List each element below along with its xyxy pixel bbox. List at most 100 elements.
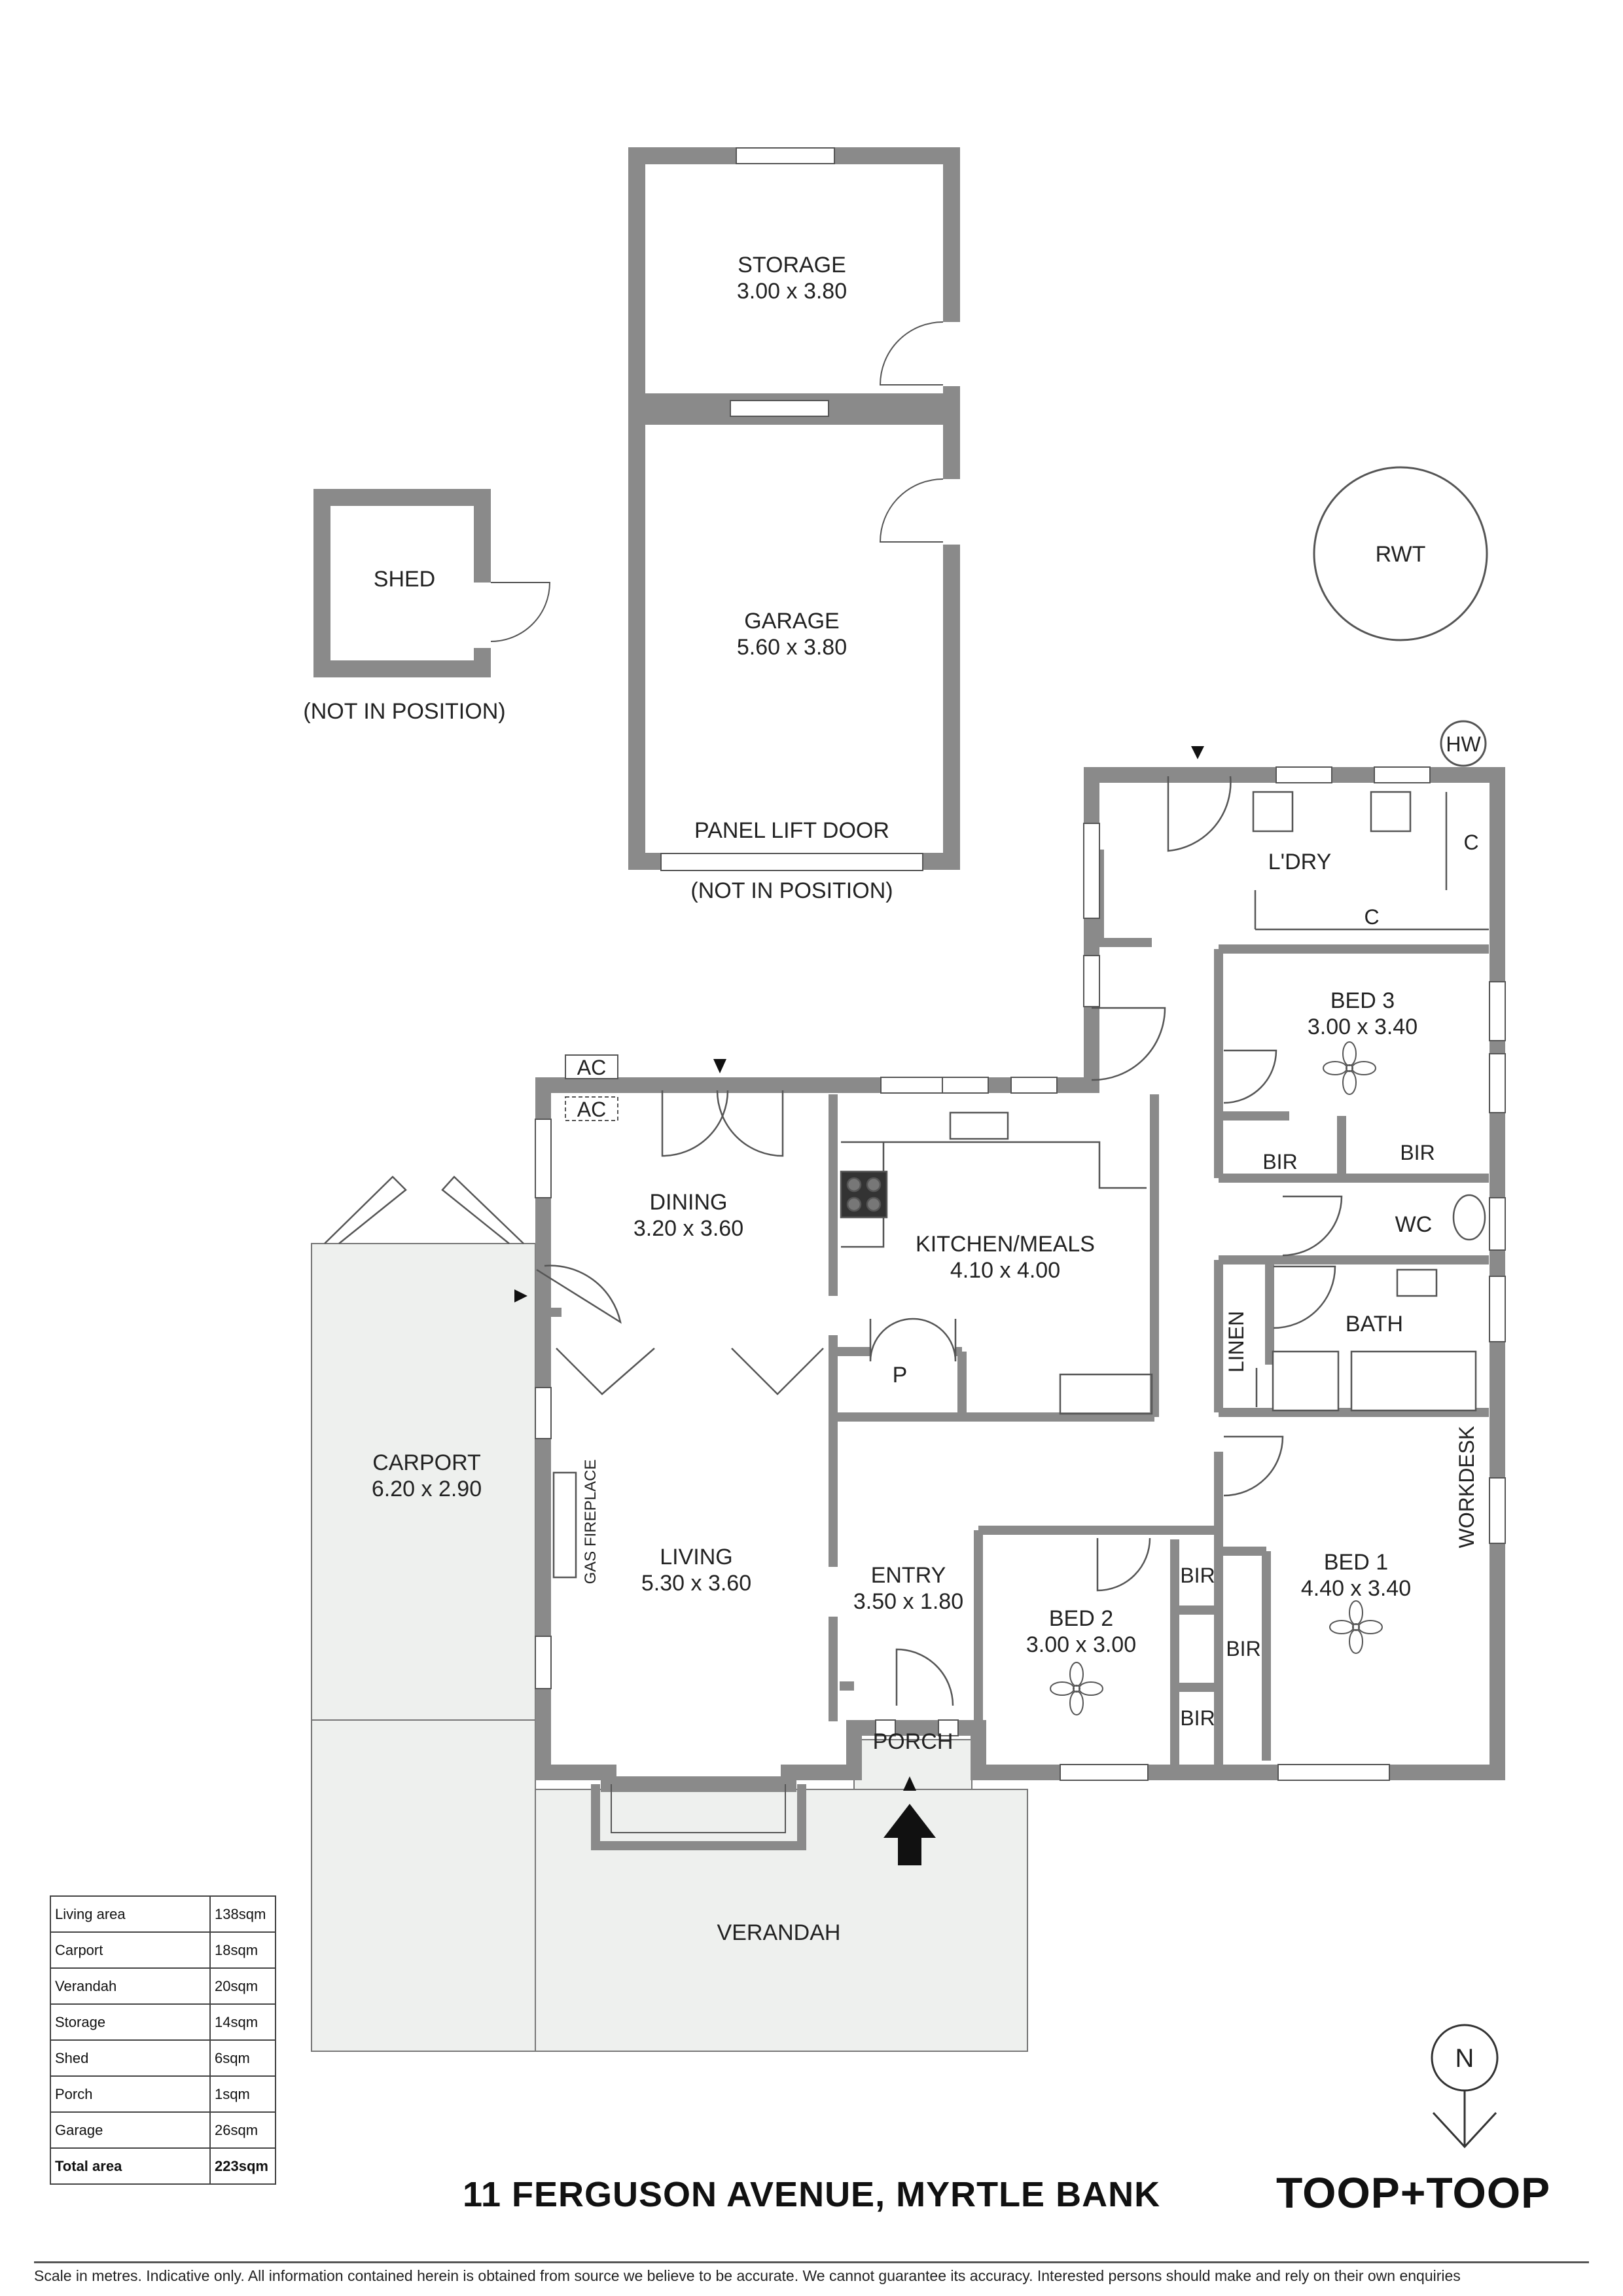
laundry-label: L'DRY [1268,850,1332,874]
carport-size: 6.20 x 2.90 [372,1477,482,1501]
garage-note: (NOT IN POSITION) [690,878,893,903]
ac-label-1: AC [577,1056,606,1079]
wet-fittings [1252,791,1489,1412]
carport-gate [324,1175,524,1244]
storage-label: STORAGE [738,253,846,278]
area-value: 18sqm [209,1931,276,1969]
hot-water-unit [1440,720,1487,767]
bed1-size: 4.40 x 3.40 [1301,1576,1411,1601]
house-walls [535,767,1505,1792]
north-arrow [1431,2024,1499,2149]
area-label: Shed [50,2039,211,2077]
storage-window [736,147,835,164]
garage-door-swing [879,478,944,543]
cupboard-label-1: C [1463,831,1478,854]
bed1-label: BED 1 [1324,1550,1388,1575]
shed-door-gap [474,583,491,648]
area-value: 223sqm [209,2147,276,2185]
gas-fireplace-label: GAS FIREPLACE [582,1460,599,1585]
carport-area [311,1243,536,2052]
bed3-size: 3.00 x 3.40 [1308,1014,1418,1039]
living-size: 5.30 x 3.60 [641,1571,751,1596]
garage-door-gap [943,479,960,545]
area-value: 138sqm [209,1895,276,1933]
disclaimer-text: Scale in metres. Indicative only. All in… [34,2267,1461,2284]
house-outline [535,767,1505,1792]
bed2-bir-2: BIR [1180,1706,1215,1730]
cupboard-label-2: C [1364,905,1379,929]
area-label: Carport [50,1931,211,1969]
area-label: Living area [50,1895,211,1933]
area-label: Verandah [50,1967,211,2005]
dining-size: 3.20 x 3.60 [633,1216,743,1241]
property-address: 11 FERGUSON AVENUE, MYRTLE BANK [462,2175,1161,2214]
kitchen-label: KITCHEN/MEALS [916,1232,1095,1257]
hw-label: HW [1446,732,1481,756]
workdesk-label: WORKDESK [1455,1426,1478,1549]
bed2-bir-1: BIR [1180,1564,1215,1587]
storage-size: 3.00 x 3.80 [737,279,847,304]
dining-label: DINING [650,1190,728,1215]
gas-fireplace-unit [552,1471,577,1579]
ac-unit-1 [565,1054,618,1079]
verandah-label: VERANDAH [717,1920,841,1945]
entry-label: ENTRY [871,1563,946,1588]
panel-lift-door [660,853,923,871]
garage-size: 5.60 x 3.80 [737,635,847,660]
area-value: 1sqm [209,2075,276,2113]
ac-label-2: AC [577,1098,606,1121]
panel-lift-door-label: PANEL LIFT DOOR [694,818,889,843]
area-label: Storage [50,2003,211,2041]
bay-window [591,1784,806,1850]
wc-label: WC [1395,1212,1433,1237]
storage-door-gap [943,322,960,386]
agency-logo: TOOP+TOOP [1276,2168,1551,2217]
area-label: Porch [50,2075,211,2113]
outbuilding-details [474,147,960,871]
bed2-label: BED 2 [1049,1606,1113,1631]
storage-door-swing [879,321,944,386]
rainwater-tank [1313,466,1488,641]
garage-window [730,400,829,417]
pantry-label: P [893,1363,908,1388]
bath-label: BATH [1346,1312,1403,1336]
area-label: Total area [50,2147,211,2185]
rwt-label: RWT [1376,542,1426,567]
bed3-bir-1: BIR [1262,1150,1297,1174]
shed-note: (NOT IN POSITION) [303,699,505,724]
porch-label: PORCH [873,1729,954,1754]
kitchen-sink [949,1111,1009,1140]
bay-window-glass [611,1784,786,1833]
linen-label: LINEN [1224,1311,1248,1372]
entry-arrow [883,1804,936,1865]
entry-size: 3.50 x 1.80 [853,1589,963,1614]
area-value: 6sqm [209,2039,276,2077]
bed2-size: 3.00 x 3.00 [1026,1632,1136,1657]
area-value: 26sqm [209,2111,276,2149]
kitchen-size: 4.10 x 4.00 [950,1258,1060,1283]
area-value: 20sqm [209,1967,276,2005]
windows [535,766,1506,1781]
ceiling-fans [1050,1041,1383,1715]
living-label: LIVING [660,1545,732,1570]
door-swings [536,776,1343,1706]
cooktop [840,1170,888,1219]
ac-unit-2 [565,1096,618,1121]
bed3-label: BED 3 [1330,988,1395,1013]
shed-door-swing [490,582,551,642]
footer-divider [34,2261,1589,2263]
outdoor-areas [311,1243,1028,2052]
entry-markers [514,746,1204,1791]
kitchen-fittings [840,1111,1153,1415]
area-value: 14sqm [209,2003,276,2041]
